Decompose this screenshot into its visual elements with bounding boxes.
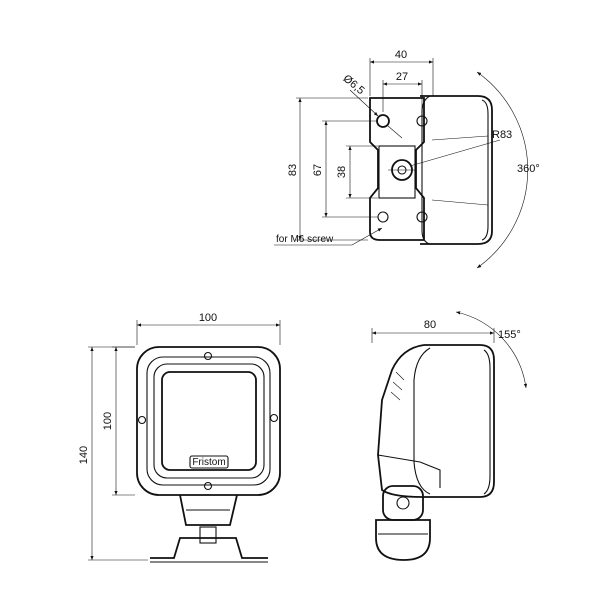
top-housing [420,95,493,245]
front-screw-left [137,415,147,425]
front-view: Fristom 100 100 140 [78,312,281,563]
dim-r83: R83 [492,129,512,141]
front-mount [179,494,238,526]
dim-360: 360° [517,163,540,175]
dim-front-100h: 100 [102,412,114,430]
top-hole [376,114,390,128]
top-view: 40 27 Ø6,5 83 67 38 R83 360° for M6 scre [274,49,540,269]
dim-83: 83 [287,164,299,176]
front-screw-right [269,413,279,423]
dim-side-80: 80 [424,319,436,331]
tilt-arc [455,311,528,389]
dim-front-140: 140 [78,446,90,464]
side-view: 80 155° [371,311,528,561]
dim-155: 155° [498,329,521,341]
rotation-arc [476,71,529,269]
dim-front-100w: 100 [199,312,217,324]
side-housing [422,344,495,498]
dim-67: 67 [312,164,324,176]
top-bracket [369,97,425,241]
brand-label: Fristom [192,457,225,468]
dim-38: 38 [336,166,348,178]
front-lens [161,371,257,471]
dim-40: 40 [395,49,407,61]
front-brand-plate [189,455,229,469]
front-housing [136,346,281,496]
front-screw-bottom [203,481,213,491]
front-screw-top [203,351,213,361]
note-m6-screw: for M6 screw [276,234,334,245]
side-mount [382,485,424,521]
dim-27: 27 [396,71,408,83]
